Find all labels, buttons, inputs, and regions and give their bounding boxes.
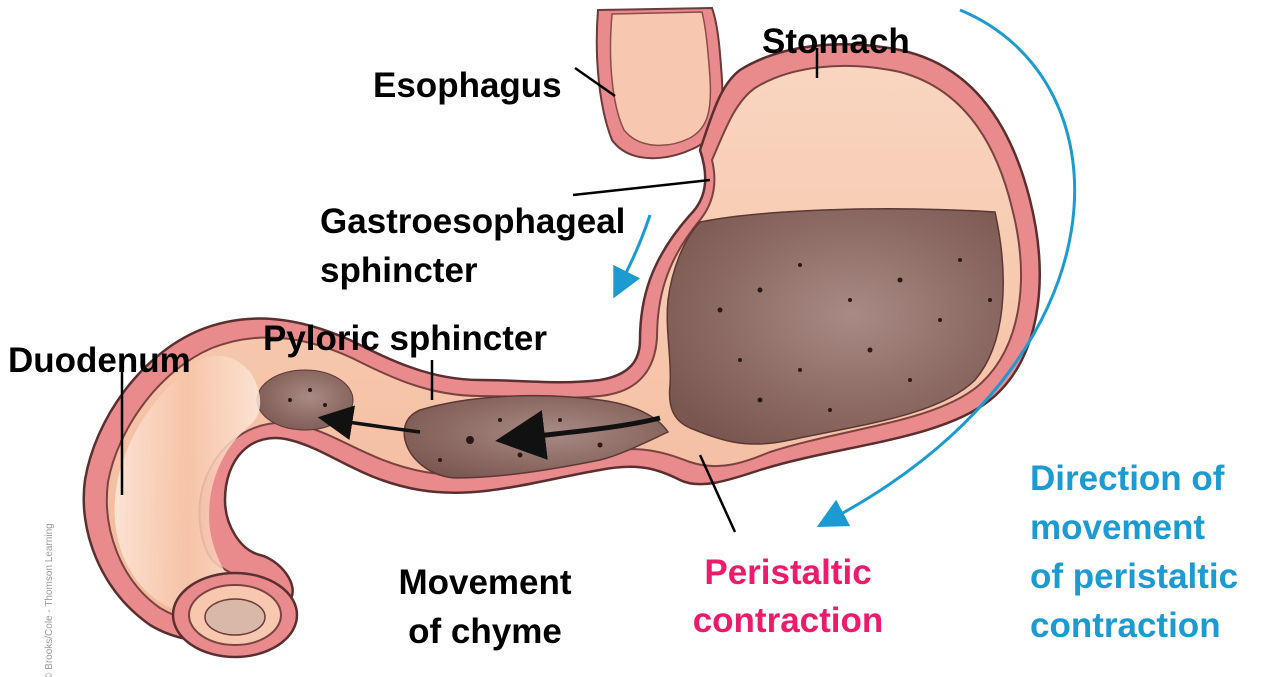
- label-peristaltic-line2: contraction: [668, 601, 908, 641]
- label-direction-line4: contraction: [1030, 606, 1221, 646]
- label-ge-sphincter-line2: sphincter: [320, 251, 478, 291]
- label-movement-line1: Movement: [375, 563, 595, 603]
- label-direction-line2: movement: [1030, 508, 1205, 548]
- ge-sphincter-leader: [573, 180, 710, 195]
- label-movement-line2: of chyme: [375, 612, 595, 652]
- label-ge-sphincter-line1: Gastroesophageal: [320, 202, 625, 242]
- esophagus-shape: [597, 8, 723, 158]
- label-direction-line3: of peristaltic: [1030, 557, 1238, 597]
- label-esophagus: Esophagus: [373, 66, 562, 106]
- copyright-credit: © Brooks/Cole - Thomson Learning: [44, 460, 58, 677]
- label-stomach: Stomach: [762, 22, 910, 62]
- label-duodenum: Duodenum: [8, 341, 191, 381]
- duodenum-cut-end: [173, 573, 297, 657]
- label-peristaltic-line1: Peristaltic: [668, 553, 908, 593]
- label-pyloric-sphincter: Pyloric sphincter: [263, 319, 547, 359]
- label-direction-line1: Direction of: [1030, 459, 1224, 499]
